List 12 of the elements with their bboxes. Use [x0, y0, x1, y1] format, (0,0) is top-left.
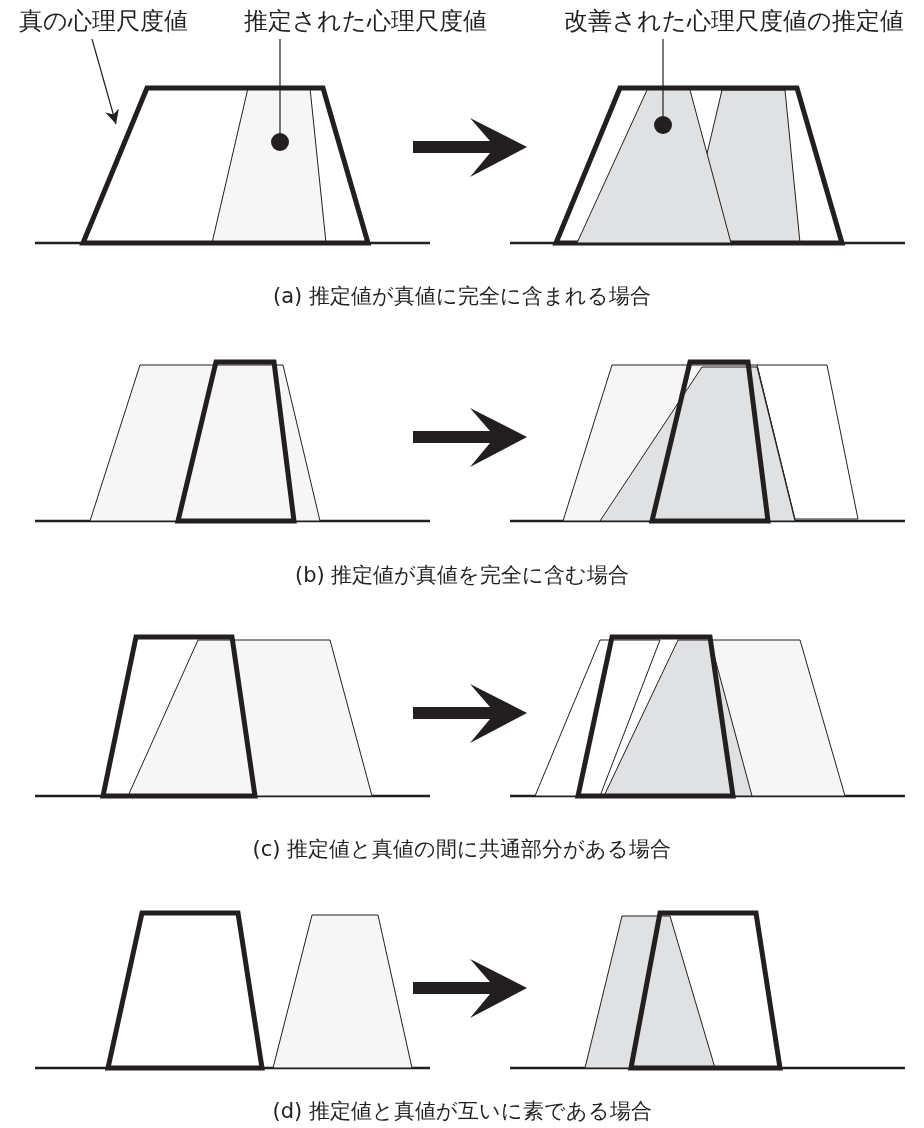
leader-line [271, 38, 289, 151]
caption: (b) 推定値が真値を完全に含む場合 [295, 562, 630, 588]
caption: (a) 推定値が真値に完全に含まれる場合 [273, 283, 651, 309]
caption: (c) 推定値と真値の間に共通部分がある場合 [252, 836, 672, 862]
trapezoid-shape [79, 84, 372, 247]
callout-label: 真の心理尺度値 [18, 6, 188, 36]
callout-label: 推定された心理尺度値 [243, 6, 487, 36]
leader-line [654, 38, 672, 134]
callout-label: 改善された心理尺度値の推定値 [564, 6, 904, 36]
leader-line [91, 38, 119, 125]
caption: (d) 推定値と真値が互いに素である場合 [272, 1098, 652, 1124]
trapezoid-shape [575, 88, 733, 245]
